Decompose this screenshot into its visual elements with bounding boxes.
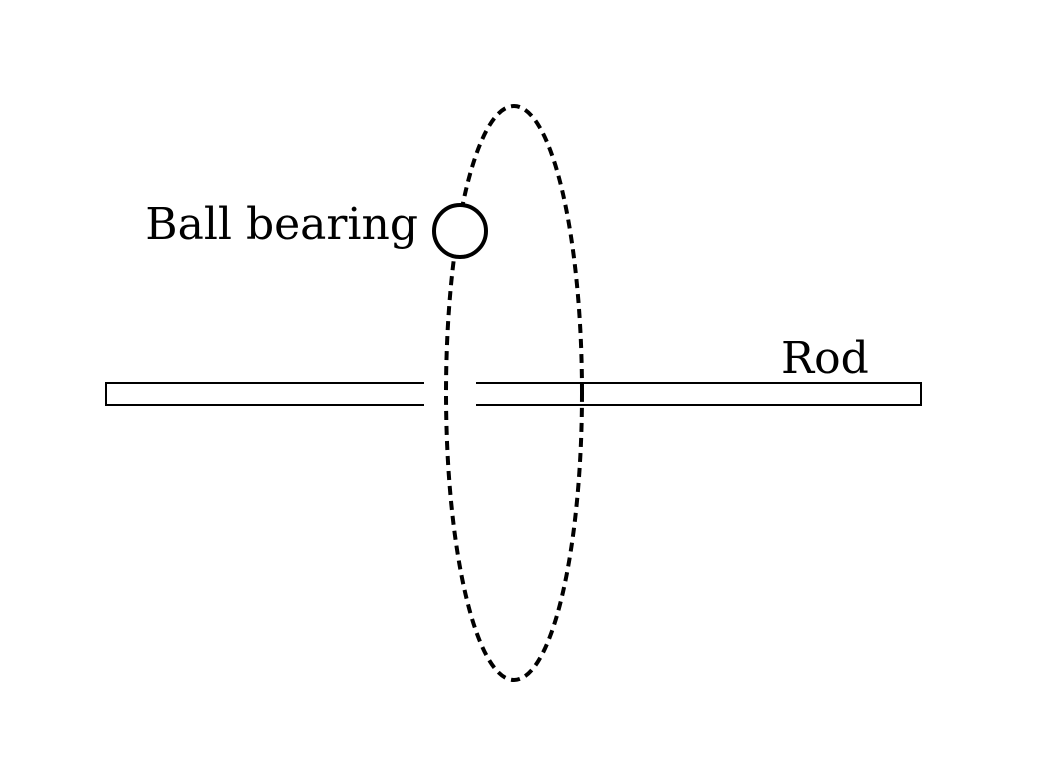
rod-left-segment bbox=[105, 382, 424, 406]
orbit-path bbox=[444, 104, 584, 682]
ball-bearing-label: Ball bearing bbox=[145, 199, 418, 250]
rod-label: Rod bbox=[781, 333, 869, 384]
rod-right-segment bbox=[476, 382, 922, 406]
ball-bearing-circle bbox=[432, 203, 488, 259]
